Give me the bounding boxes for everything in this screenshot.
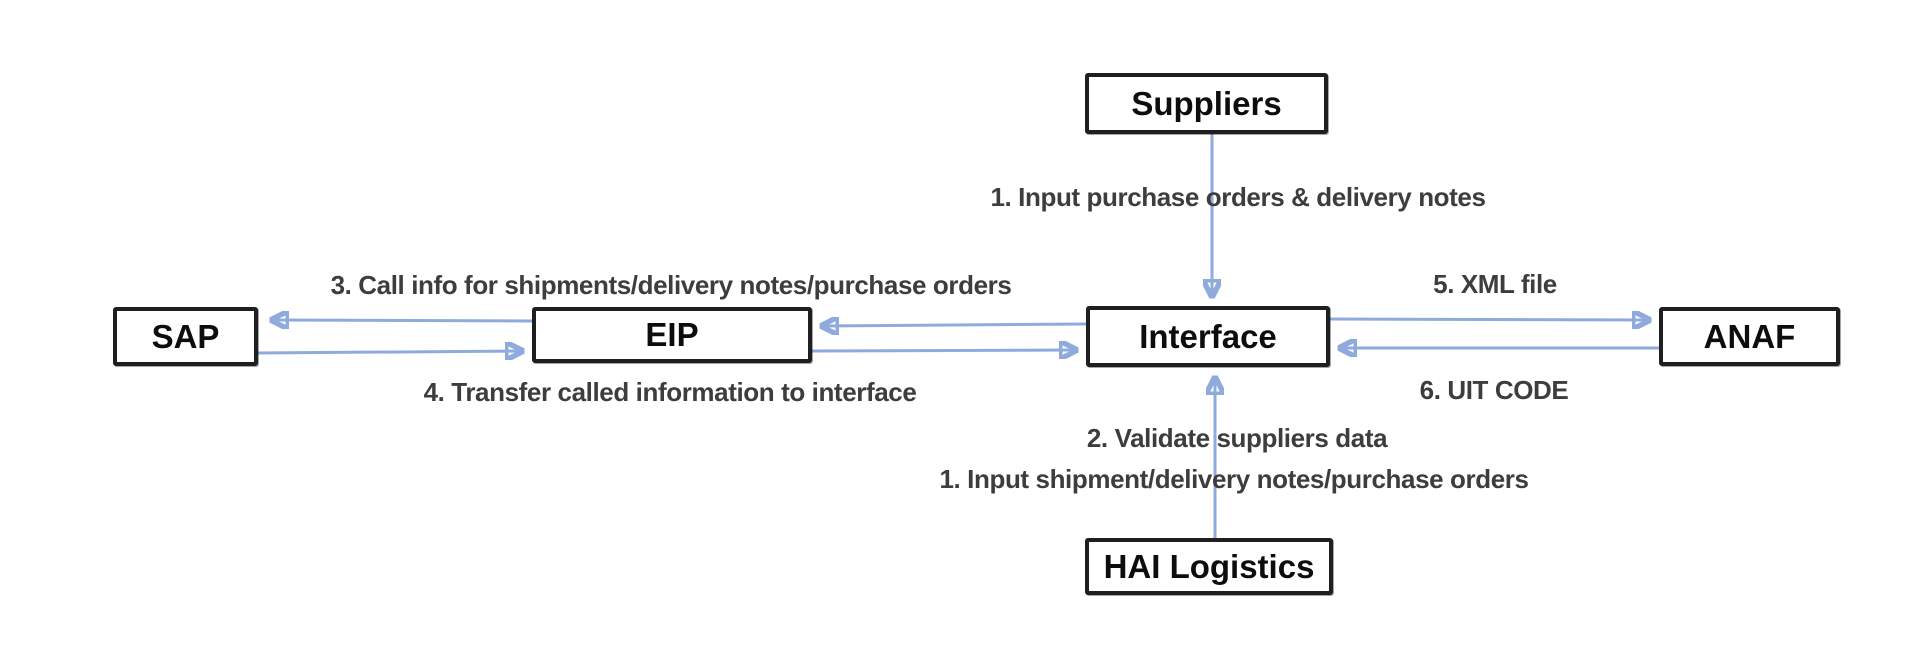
arrow-interface-to-eip <box>822 324 1087 326</box>
node-anaf: ANAF <box>1659 307 1840 366</box>
node-interface: Interface <box>1086 306 1330 367</box>
edge-label-input-purchase-orders: 1. Input purchase orders & delivery note… <box>990 182 1486 212</box>
edge-label-transfer-info: 4. Transfer called information to interf… <box>423 377 917 407</box>
node-sap: SAP <box>113 307 258 366</box>
edge-label-call-info: 3. Call info for shipments/delivery note… <box>330 270 1012 300</box>
arrow-eip-to-sap <box>272 320 533 321</box>
edge-label-validate-suppliers: 2. Validate suppliers data <box>1086 423 1388 453</box>
arrow-sap-to-eip <box>257 351 522 353</box>
edge-label-uit-code: 6. UIT CODE <box>1419 375 1569 405</box>
arrow-interface-to-anaf <box>1329 319 1649 320</box>
arrow-eip-to-interface <box>811 350 1076 351</box>
node-hai-logistics: HAI Logistics <box>1085 538 1333 595</box>
node-eip: EIP <box>532 307 812 363</box>
edge-label-input-shipment: 1. Input shipment/delivery notes/purchas… <box>939 464 1529 494</box>
node-suppliers: Suppliers <box>1085 73 1328 134</box>
edge-label-xml-file: 5. XML file <box>1433 269 1557 299</box>
